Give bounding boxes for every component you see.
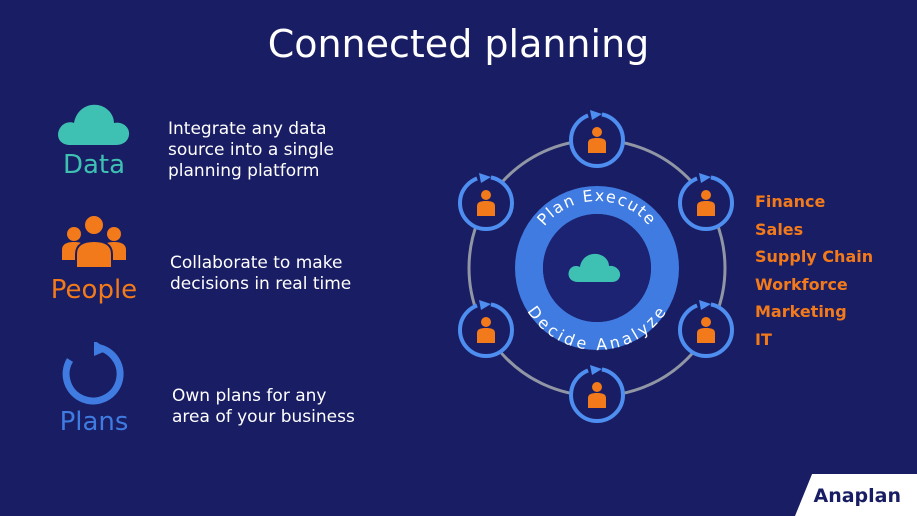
person-icon-node-5: [453, 297, 520, 364]
description-line: source into a single: [168, 140, 334, 160]
logo-background: [795, 474, 917, 516]
cloud-icon: [568, 253, 621, 282]
description-line: Own plans for any: [172, 386, 327, 406]
people-group-icon: [62, 214, 126, 269]
anaplan-logo: Anaplan: [813, 485, 901, 507]
pillar-label-plans: Plans: [59, 407, 129, 437]
planning-cycle-diagram: Plan Execute Decide Analyze: [440, 100, 750, 430]
description-line: Integrate any data: [168, 119, 327, 139]
pillar-description-data: Integrate any data source into a single …: [168, 119, 408, 182]
cycle-arrow-icon: [62, 342, 124, 405]
function-item-supply-chain: Supply Chain: [755, 247, 874, 266]
functions-list: Finance Sales Supply Chain Workforce Mar…: [755, 188, 873, 353]
cloud-icon: [58, 104, 130, 145]
function-item-finance: Finance: [755, 192, 826, 211]
inner-ring: [515, 186, 679, 350]
description-line: planning platform: [168, 161, 320, 181]
description-line: decisions in real time: [170, 274, 352, 294]
pillar-description-plans: Own plans for any area of your business: [172, 386, 412, 428]
function-item-it: IT: [755, 329, 772, 349]
function-item-marketing: Marketing: [755, 302, 847, 321]
description-line: area of your business: [172, 407, 355, 427]
person-icon-node-1: [564, 107, 631, 174]
person-icon-node-6: [453, 170, 520, 237]
description-line: Collaborate to make: [170, 253, 343, 273]
function-item-workforce: Workforce: [755, 274, 848, 294]
pillar-label-data: Data: [62, 150, 126, 180]
pillar-label-people: People: [50, 275, 138, 305]
page-title: Connected planning: [267, 22, 650, 66]
function-item-sales: Sales: [755, 219, 804, 239]
person-icon-node-4: [564, 362, 631, 429]
person-icon-node-2: [673, 170, 740, 237]
person-icon-node-3: [673, 297, 740, 364]
pillar-description-people: Collaborate to make decisions in real ti…: [170, 253, 410, 295]
